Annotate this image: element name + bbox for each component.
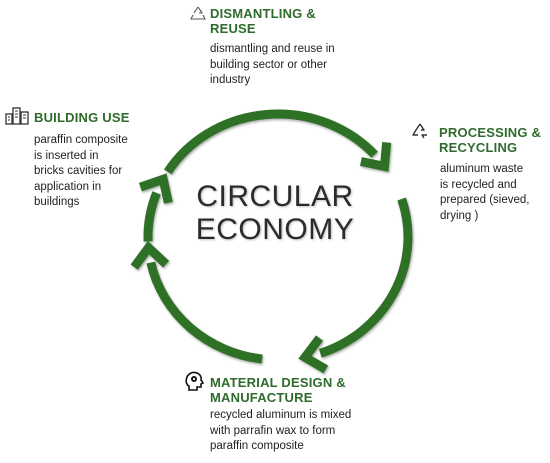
arrow-bottom-head	[130, 240, 170, 270]
recycle-icon	[411, 122, 429, 145]
arrow-top-head	[359, 142, 392, 172]
stage-title-dismantling: DISMANTLING & REUSE	[210, 6, 316, 36]
cycle-arrows	[130, 109, 413, 374]
stage-desc-dismantling: dismantling and reuse in building sector…	[210, 43, 335, 86]
recycle-outline-icon	[190, 6, 206, 26]
arrow-left-head	[138, 173, 173, 204]
arrow-bottom-body	[146, 261, 263, 364]
stage-desc-material-design: recycled aluminum is mixed with parrafin…	[210, 409, 352, 452]
stage-title-material-design: MATERIAL DESIGN & MANUFACTURE	[210, 375, 346, 405]
stage-desc-processing: aluminum waste is recycled and prepared …	[440, 163, 530, 222]
arrow-top-body	[164, 109, 378, 175]
arrow-left-body	[143, 191, 161, 242]
buildings-icon	[5, 107, 29, 130]
head-gears-icon	[183, 370, 205, 397]
stage-title-processing: PROCESSING & RECYCLING	[439, 125, 542, 155]
center-title: CIRCULAR ECONOMY	[195, 180, 355, 246]
arrow-right-head	[298, 335, 329, 374]
arrow-right-body	[318, 197, 413, 358]
stage-title-building-use: BUILDING USE	[34, 110, 130, 125]
stage-desc-building-use: paraffin composite is inserted in bricks…	[34, 134, 128, 208]
